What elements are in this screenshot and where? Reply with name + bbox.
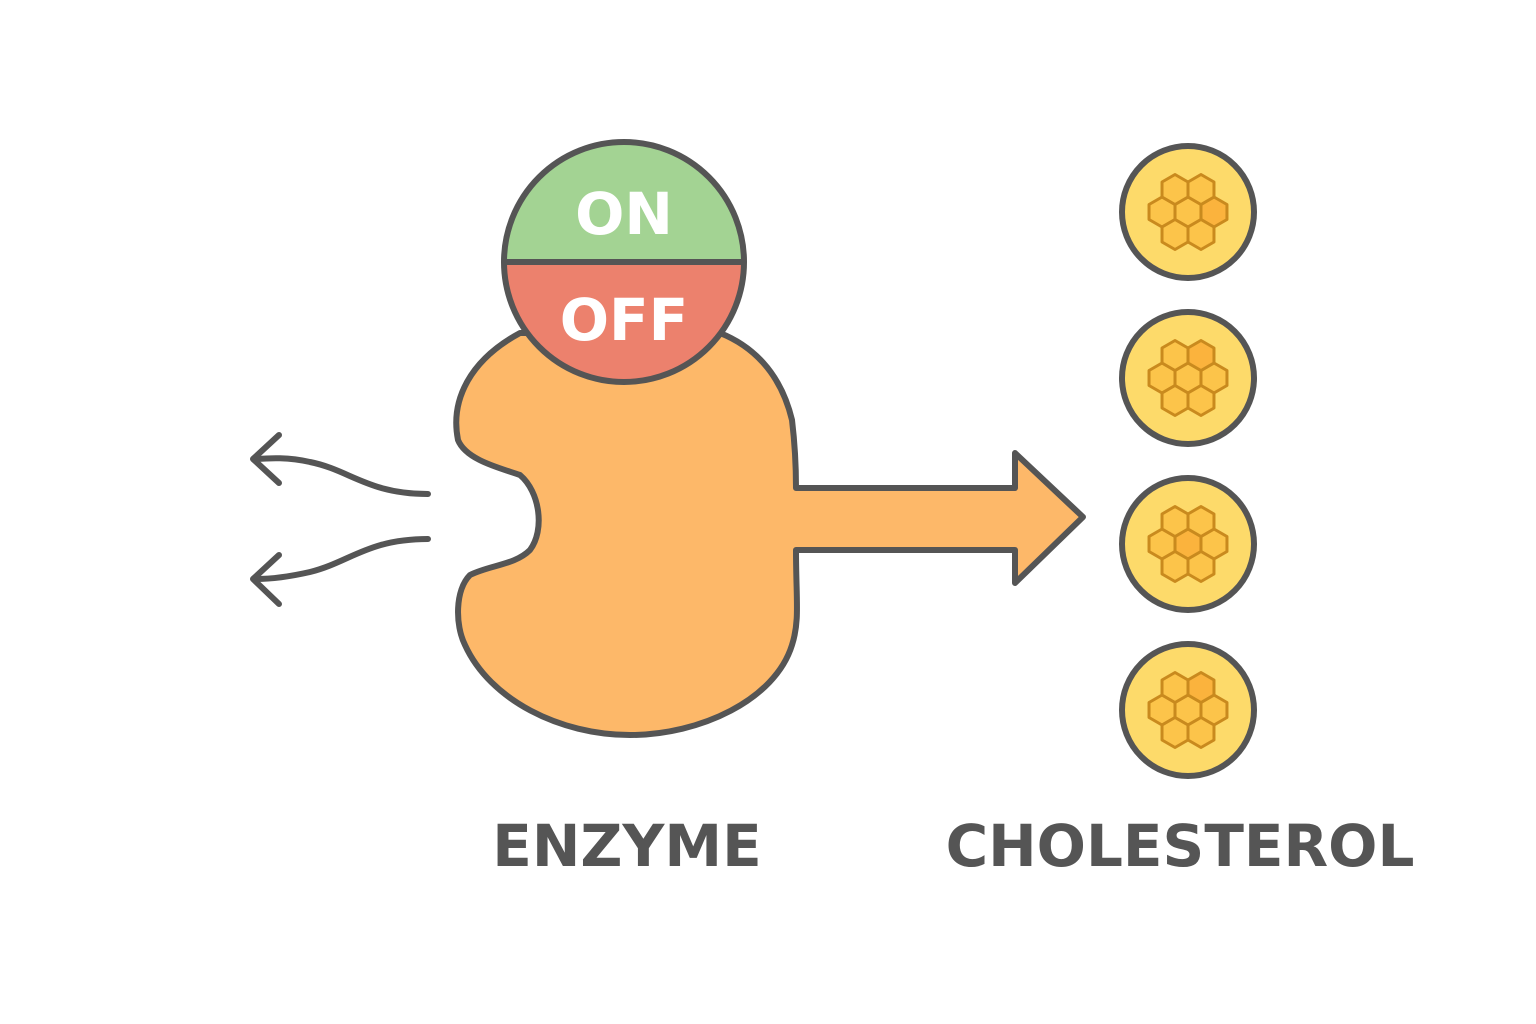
switch-on-half[interactable] — [504, 142, 744, 262]
switch-off-label: OFF — [560, 286, 689, 354]
cholesterol-label: CHOLESTEROL — [946, 812, 1415, 880]
molecule-ring — [1160, 716, 1190, 749]
molecule-ring — [1186, 505, 1216, 538]
cholesterol-molecule — [1119, 143, 1257, 281]
molecule-ring — [1186, 671, 1216, 704]
molecule-ring — [1186, 716, 1216, 749]
molecule-ring — [1186, 218, 1216, 251]
cholesterol-molecule — [1119, 475, 1257, 613]
molecule-ring — [1160, 671, 1190, 704]
molecule-ring — [1160, 339, 1190, 372]
cholesterol-molecules — [1119, 143, 1257, 779]
enzyme-body — [453, 330, 1086, 738]
enzyme-label: ENZYME — [492, 812, 762, 880]
cholesterol-molecule — [1119, 641, 1257, 779]
switch-off-half[interactable] — [504, 262, 744, 382]
molecule-ring — [1186, 550, 1216, 583]
molecule-ring — [1160, 173, 1190, 206]
molecule-ring — [1186, 173, 1216, 206]
wavy-arrow-upper — [253, 455, 431, 497]
arrowhead-lower — [250, 552, 282, 607]
arrowhead-upper — [250, 432, 282, 486]
molecule-ring — [1186, 384, 1216, 417]
wavy-arrow-lower — [253, 536, 431, 582]
molecule-ring — [1160, 218, 1190, 251]
outgoing-arrows — [250, 432, 431, 607]
molecule-ring — [1160, 550, 1190, 583]
molecule-ring — [1160, 384, 1190, 417]
cholesterol-molecule — [1119, 309, 1257, 447]
molecule-ring — [1160, 505, 1190, 538]
on-off-switch[interactable]: ON OFF — [501, 139, 747, 385]
molecule-ring — [1186, 339, 1216, 372]
switch-on-label: ON — [575, 180, 673, 248]
